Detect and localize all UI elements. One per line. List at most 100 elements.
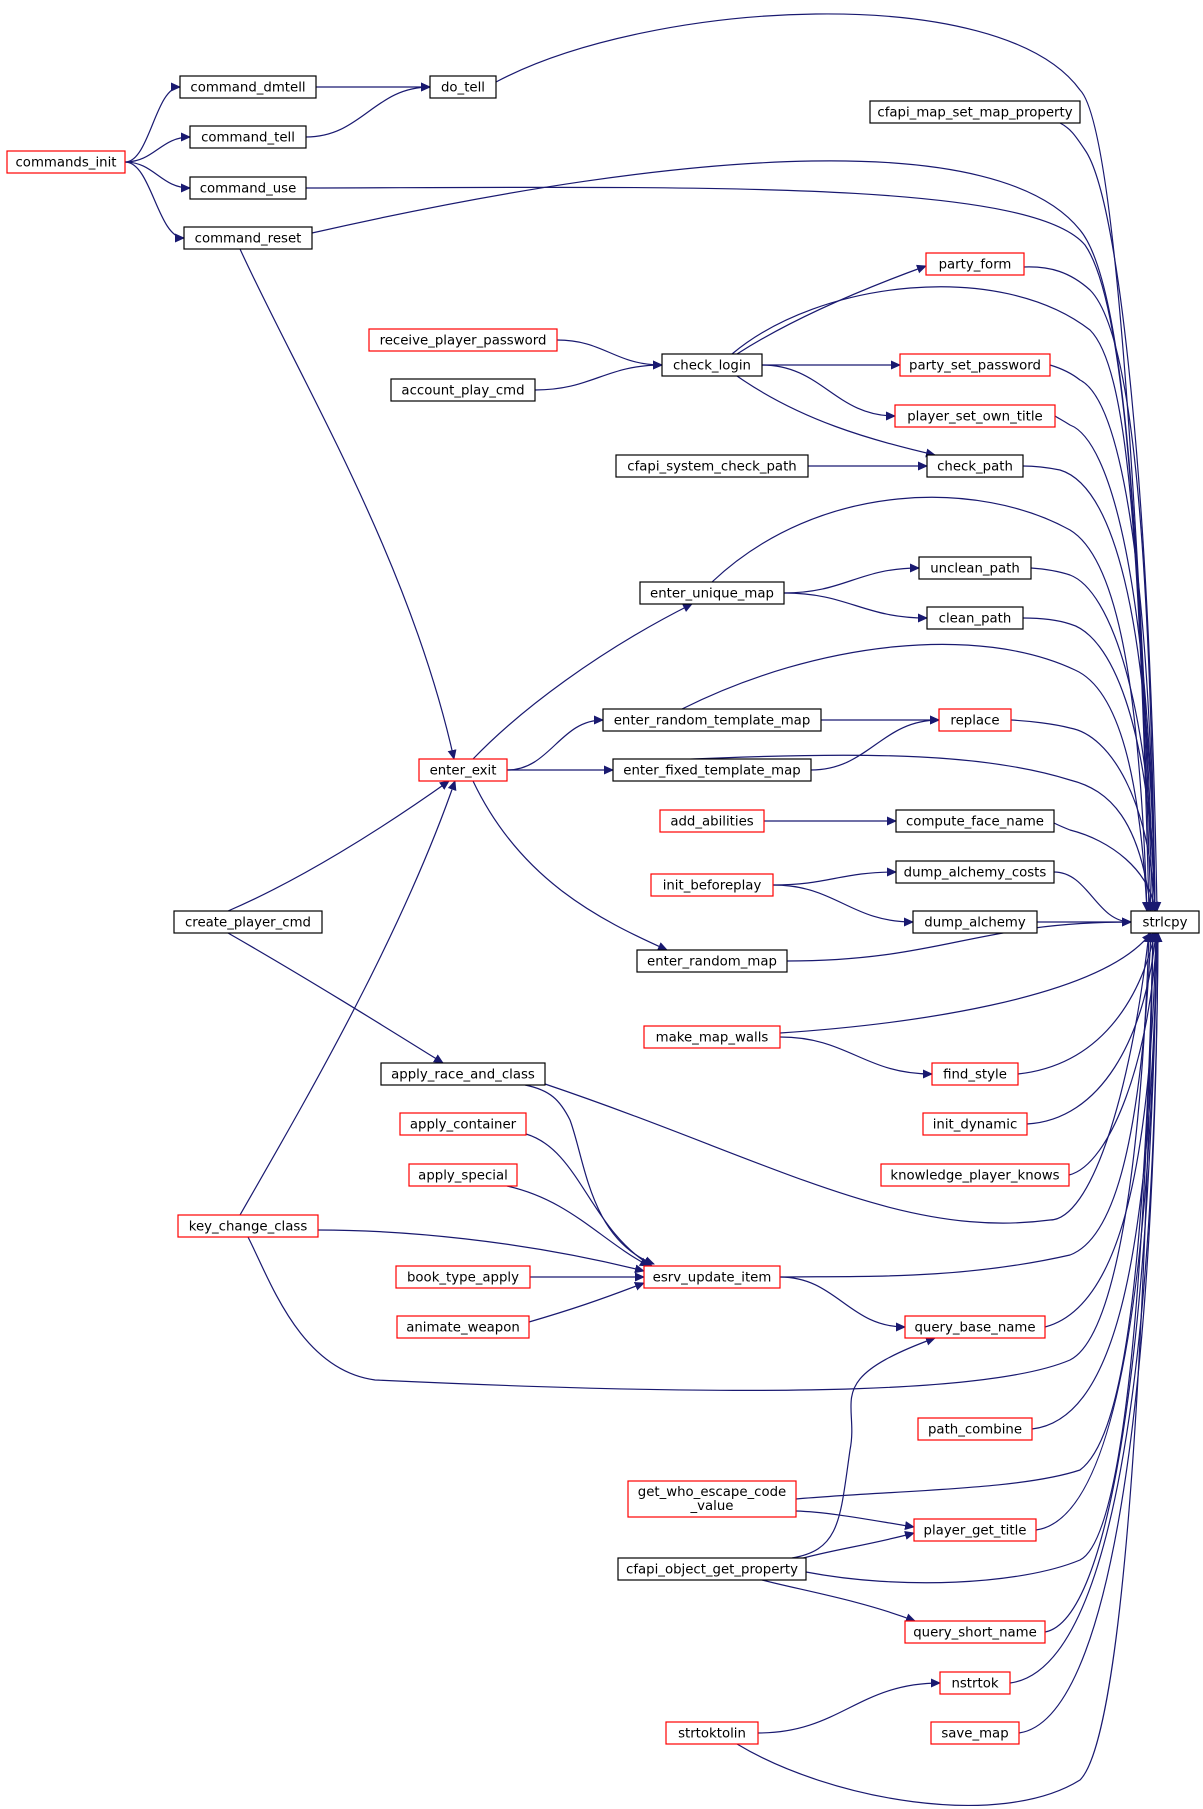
- node-clean-path[interactable]: clean_path: [926, 606, 1024, 630]
- node-save-map[interactable]: save_map: [930, 1721, 1020, 1745]
- node-party-form[interactable]: party_form: [925, 252, 1025, 276]
- node-dump-alchemy-costs[interactable]: dump_alchemy_costs: [895, 860, 1055, 884]
- node-init-dynamic[interactable]: init_dynamic: [922, 1112, 1028, 1136]
- node-party-set-password[interactable]: party_set_password: [899, 353, 1051, 377]
- node-query-short-name[interactable]: query_short_name: [904, 1620, 1046, 1644]
- node-label: cfapi_map_set_map_property: [877, 106, 1072, 121]
- edge-cfapi-object-get-property-to-strlcpy: [805, 932, 1158, 1584]
- edge-enter-unique-map-to-clean-path: [783, 592, 928, 623]
- node-player-set-own-title[interactable]: player_set_own_title: [894, 404, 1056, 428]
- node-compute-face-name[interactable]: compute_face_name: [895, 809, 1055, 833]
- node-label: apply_special: [418, 1169, 508, 1184]
- node-label: compute_face_name: [906, 815, 1044, 830]
- node-apply-container[interactable]: apply_container: [399, 1112, 527, 1136]
- edge-init-beforeplay-to-dump-alchemy: [772, 884, 914, 927]
- node-make-map-walls[interactable]: make_map_walls: [643, 1025, 781, 1049]
- edge-strtoktolin-to-nstrtok: [757, 1678, 941, 1734]
- node-get-who-escape-code-value[interactable]: get_who_escape_code_value: [627, 1480, 797, 1518]
- node-commands-init[interactable]: commands_init: [6, 150, 126, 174]
- node-key-change-class[interactable]: key_change_class: [177, 1214, 319, 1238]
- node-esrv-update-item[interactable]: esrv_update_item: [643, 1265, 781, 1289]
- node-label: cfapi_system_check_path: [627, 460, 796, 475]
- node-label: command_tell: [201, 131, 295, 146]
- node-dump-alchemy[interactable]: dump_alchemy: [912, 910, 1038, 934]
- edge-clean-path-to-strlcpy: [1022, 617, 1160, 912]
- edge-enter-exit-to-enter-random-map: [472, 780, 668, 951]
- node-query-base-name[interactable]: query_base_name: [904, 1315, 1046, 1339]
- edge-enter-unique-map-to-unclean-path: [783, 563, 920, 594]
- node-book-type-apply[interactable]: book_type_apply: [395, 1265, 531, 1289]
- node-label: cfapi_object_get_property: [626, 1563, 798, 1578]
- node-box: [926, 606, 1024, 630]
- node-enter-random-map[interactable]: enter_random_map: [636, 949, 788, 973]
- edge-find-style-to-strlcpy: [1017, 932, 1158, 1075]
- edge-init-beforeplay-to-dump-alchemy-costs: [772, 867, 897, 886]
- node-box: [869, 100, 1081, 124]
- edge-replace-to-strlcpy: [1010, 719, 1160, 912]
- edge-player-get-title-to-strlcpy: [1035, 932, 1162, 1531]
- node-box: [408, 1163, 518, 1187]
- edge-compute-face-name-to-strlcpy: [1053, 822, 1159, 912]
- node-enter-exit[interactable]: enter_exit: [418, 758, 508, 782]
- edge-cfapi-map-set-map-property-to-strlcpy: [1059, 122, 1162, 912]
- edge-commands-init-to-command-use: [124, 161, 191, 193]
- node-cfapi-system-check-path[interactable]: cfapi_system_check_path: [615, 454, 809, 478]
- node-unclean-path[interactable]: unclean_path: [918, 556, 1032, 580]
- edge-strtoktolin-to-strlcpy: [736, 932, 1158, 1807]
- node-strlcpy[interactable]: strlcpy: [1130, 910, 1200, 934]
- edge-enter-random-map-to-strlcpy: [786, 917, 1132, 962]
- edge-cfapi-object-get-property-to-query-base-name: [791, 1336, 936, 1559]
- edge-animate-weapon-to-esrv-update-item: [528, 1282, 645, 1323]
- node-enter-unique-map[interactable]: enter_unique_map: [639, 581, 785, 605]
- node-box: [895, 809, 1055, 833]
- node-add-abilities[interactable]: add_abilities: [659, 809, 765, 833]
- node-label: make_map_walls: [656, 1031, 769, 1046]
- node-account-play-cmd[interactable]: account_play_cmd: [390, 378, 536, 402]
- node-command-dmtell[interactable]: command_dmtell: [179, 75, 317, 99]
- node-replace[interactable]: replace: [938, 708, 1012, 732]
- node-label: apply_container: [410, 1118, 517, 1133]
- node-strtoktolin[interactable]: strtoktolin: [665, 1721, 759, 1745]
- node-knowledge-player-knows[interactable]: knowledge_player_knows: [880, 1163, 1070, 1187]
- node-cfapi-object-get-property[interactable]: cfapi_object_get_property: [617, 1557, 807, 1581]
- edge-dump-alchemy-costs-to-strlcpy: [1053, 871, 1132, 927]
- node-label: dump_alchemy_costs: [904, 866, 1047, 881]
- node-label: player_get_title: [924, 1524, 1027, 1539]
- edge-path-combine-to-strlcpy: [1031, 932, 1162, 1430]
- node-receive-player-password[interactable]: receive_player_password: [368, 328, 558, 352]
- node-box: [418, 758, 508, 782]
- node-box: [913, 1518, 1037, 1542]
- node-enter-random-template-map[interactable]: enter_random_template_map: [602, 708, 822, 732]
- node-check-login[interactable]: check_login: [661, 353, 763, 377]
- edge-party-set-password-to-strlcpy: [1049, 364, 1160, 912]
- node-enter-fixed-template-map[interactable]: enter_fixed_template_map: [612, 758, 812, 782]
- node-box: [399, 1112, 527, 1136]
- node-command-use[interactable]: command_use: [189, 176, 307, 200]
- node-box: [880, 1163, 1070, 1187]
- node-find-style[interactable]: find_style: [931, 1062, 1019, 1086]
- node-do-tell[interactable]: do_tell: [429, 75, 497, 99]
- node-box: [650, 873, 774, 897]
- node-create-player-cmd[interactable]: create_player_cmd: [173, 910, 323, 934]
- node-apply-race-and-class[interactable]: apply_race_and_class: [380, 1062, 546, 1086]
- node-player-get-title[interactable]: player_get_title: [913, 1518, 1037, 1542]
- node-command-tell[interactable]: command_tell: [189, 125, 307, 149]
- node-path-combine[interactable]: path_combine: [917, 1417, 1033, 1441]
- node-apply-special[interactable]: apply_special: [408, 1163, 518, 1187]
- node-box: [643, 1025, 781, 1049]
- edge-command-tell-to-do-tell: [305, 82, 431, 138]
- node-label: animate_weapon: [406, 1321, 520, 1336]
- edge-commands-init-to-command-tell: [124, 132, 191, 163]
- node-cfapi-map-set-map-property[interactable]: cfapi_map_set_map_property: [869, 100, 1081, 124]
- node-animate-weapon[interactable]: animate_weapon: [396, 1315, 530, 1339]
- node-nstrtok[interactable]: nstrtok: [939, 1671, 1011, 1695]
- node-label: account_play_cmd: [401, 384, 524, 399]
- node-box: [602, 708, 822, 732]
- node-label: enter_random_template_map: [614, 714, 811, 729]
- node-box: [659, 809, 765, 833]
- node-label: init_beforeplay: [663, 879, 762, 894]
- edge-create-player-cmd-to-apply-race-and-class: [227, 932, 444, 1064]
- node-init-beforeplay[interactable]: init_beforeplay: [650, 873, 774, 897]
- node-check-path[interactable]: check_path: [926, 454, 1024, 478]
- node-command-reset[interactable]: command_reset: [183, 226, 313, 250]
